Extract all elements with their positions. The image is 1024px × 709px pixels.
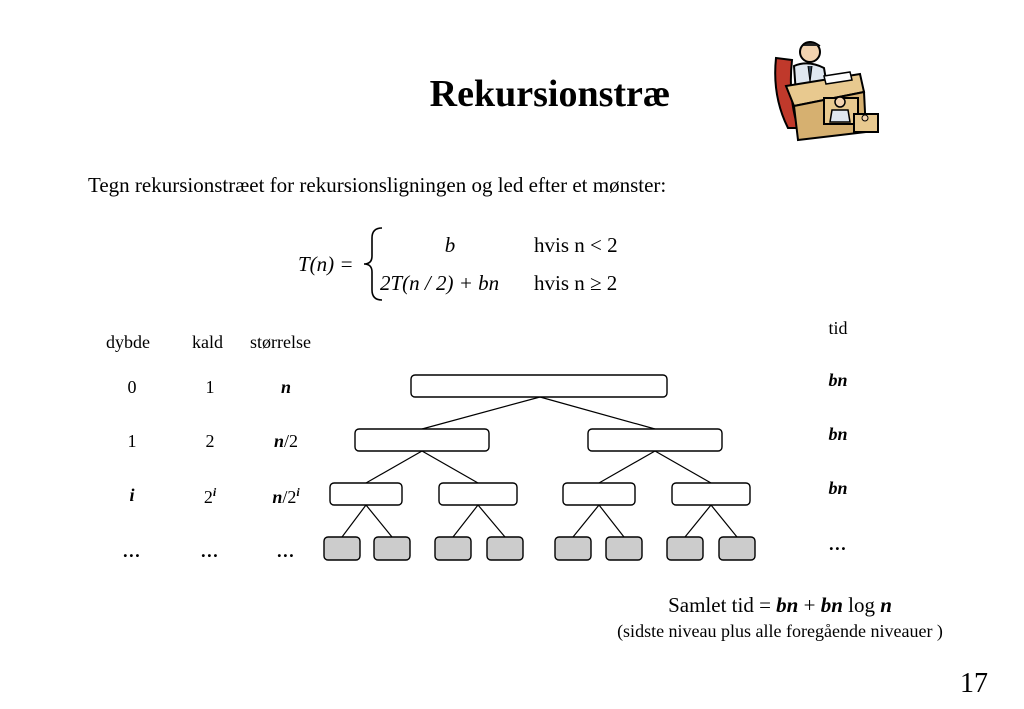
tree-edge xyxy=(478,505,505,537)
tree-edge xyxy=(422,397,540,429)
tree-leaf xyxy=(374,537,410,560)
tree-node-level2 xyxy=(439,483,517,505)
total-log: log xyxy=(843,593,880,617)
tree-edge xyxy=(599,505,624,537)
tree-edge xyxy=(655,451,711,483)
tree-node-root xyxy=(411,375,667,397)
tree-edge xyxy=(599,451,655,483)
tree-leaf xyxy=(719,537,755,560)
total-term-2: bn xyxy=(821,593,843,617)
tree-edge xyxy=(573,505,599,537)
page-number: 17 xyxy=(960,668,988,700)
tree-leaf xyxy=(324,537,360,560)
tree-edge xyxy=(685,505,711,537)
tree-leaf xyxy=(487,537,523,560)
tree-edge xyxy=(366,451,422,483)
tree-edge xyxy=(422,451,478,483)
tree-node-level2 xyxy=(563,483,635,505)
tree-edges xyxy=(342,397,737,537)
total-prefix: Samlet tid = xyxy=(668,593,776,617)
total-term-1: bn xyxy=(776,593,798,617)
total-note: (sidste niveau plus alle foregående nive… xyxy=(560,621,1000,642)
tree-leaf xyxy=(435,537,471,560)
tree-node-level1 xyxy=(588,429,722,451)
total-plus: + xyxy=(798,593,820,617)
tree-edge xyxy=(711,505,737,537)
tree-leaf xyxy=(606,537,642,560)
tree-edge xyxy=(342,505,366,537)
total-n: n xyxy=(880,593,892,617)
tree-leaf xyxy=(555,537,591,560)
tree-node-level2 xyxy=(672,483,750,505)
tree-node-level2 xyxy=(330,483,402,505)
tree-leaf xyxy=(667,537,703,560)
tree-edge xyxy=(540,397,655,429)
tree-node-level1 xyxy=(355,429,489,451)
tree-edge xyxy=(453,505,478,537)
tree-edge xyxy=(366,505,392,537)
total-time: Samlet tid = bn + bn log n xyxy=(600,593,960,618)
